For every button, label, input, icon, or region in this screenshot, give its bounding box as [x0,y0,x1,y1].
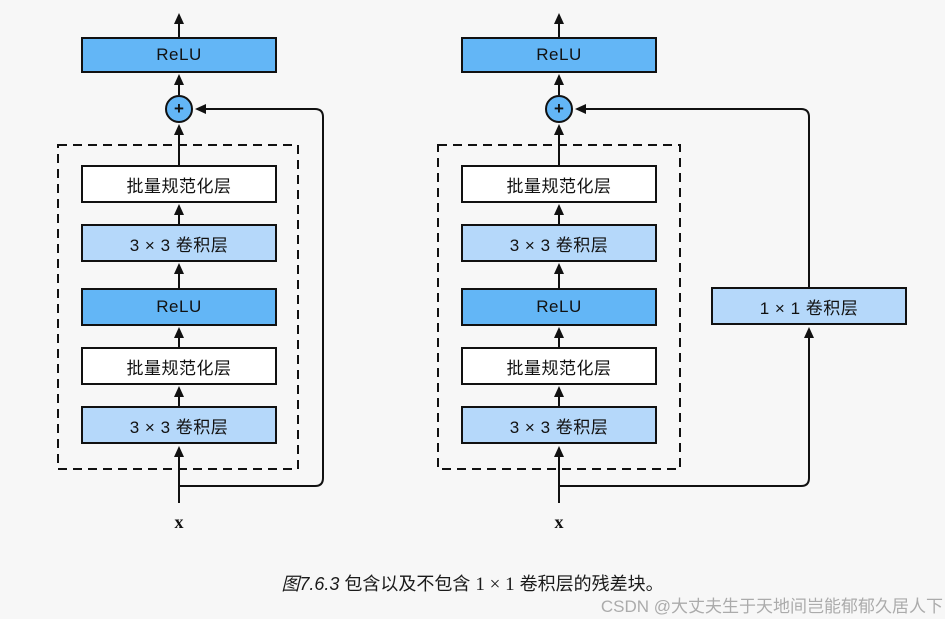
right-1x1-to-add-line [575,104,810,287]
right-input-x-label: x [554,512,564,532]
left-batchnorm-top-box: 批量规范化层 [81,165,277,203]
caption-math-1x1: 1 × 1 [475,574,515,595]
csdn-watermark: CSDN @大丈夫生于天地间岂能郁郁久居人下 [600,597,943,616]
right-batchnorm-top-box: 批量规范化层 [461,165,657,203]
caption-text-before: 包含以及不包含 [344,574,471,594]
left-batchnorm-bottom-box: 批量规范化层 [81,347,277,385]
left-conv3x3-bottom-box: 3 × 3 卷积层 [81,406,277,444]
left-skip-connection-line [179,104,324,487]
left-input-x-label: x [174,512,184,532]
right-conv3x3-top-box: 3 × 3 卷积层 [461,224,657,262]
right-skip-to-1x1-line [559,327,814,487]
left-conv3x3-top-box: 3 × 3 卷积层 [81,224,277,262]
right-batchnorm-bottom-box: 批量规范化层 [461,347,657,385]
caption-text-after: 卷积层的残差块。 [519,574,664,594]
right-diagram-connectors [437,13,814,503]
right-conv3x3-bottom-box: 3 × 3 卷积层 [461,406,657,444]
left-add-node: + [165,95,193,123]
right-add-node: + [545,95,573,123]
figure-number-label: 图7.6.3 [281,574,340,594]
right-output-relu-box: ReLU [461,37,657,73]
left-diagram-connectors [57,13,324,503]
left-relu-mid-box: ReLU [81,288,277,326]
right-relu-mid-box: ReLU [461,288,657,326]
left-output-relu-box: ReLU [81,37,277,73]
figure-caption: 图7.6.3 包含以及不包含 1 × 1 卷积层的残差块。 [0,570,945,596]
right-conv1x1-shortcut-box: 1 × 1 卷积层 [711,287,907,325]
